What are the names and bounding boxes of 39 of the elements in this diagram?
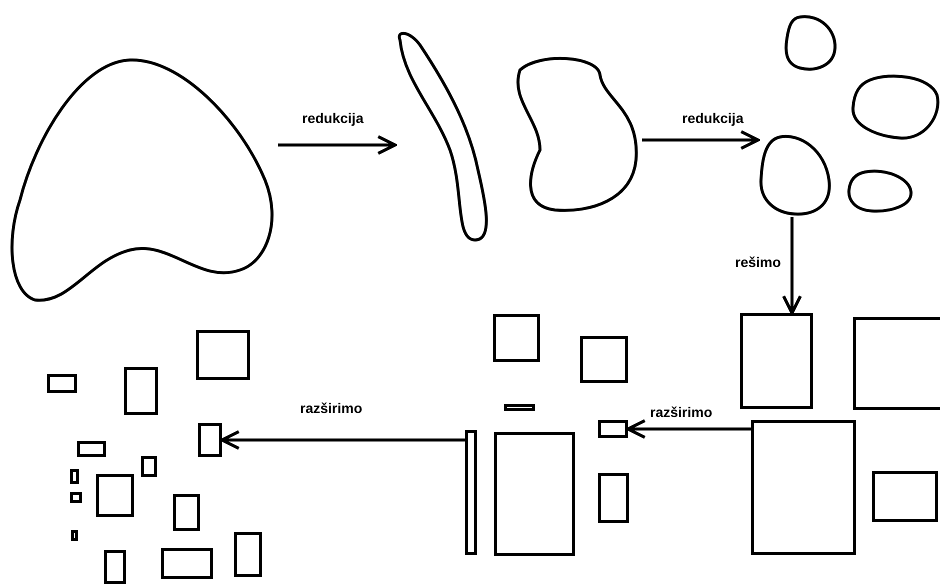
edge-label: rešimo bbox=[733, 254, 783, 270]
rectangle-shape bbox=[872, 471, 938, 522]
rectangle-shape bbox=[141, 456, 157, 477]
rectangle-shape bbox=[494, 432, 575, 556]
rectangle-shape bbox=[853, 317, 940, 410]
arrow bbox=[626, 419, 751, 439]
rectangle-shape bbox=[598, 420, 628, 438]
rectangle-shape bbox=[740, 313, 813, 409]
blob-shape bbox=[850, 73, 940, 142]
rectangle-shape bbox=[465, 430, 477, 555]
rectangle-shape bbox=[96, 474, 134, 517]
rectangle-shape bbox=[504, 404, 535, 411]
arrow bbox=[220, 430, 465, 450]
rectangle-shape bbox=[47, 374, 77, 393]
blob-shape bbox=[783, 13, 838, 72]
rectangle-shape bbox=[580, 336, 628, 383]
rectangle-shape bbox=[598, 473, 629, 523]
rectangle-shape bbox=[77, 441, 106, 457]
rectangle-shape bbox=[161, 548, 213, 579]
edge-label: razširimo bbox=[298, 400, 364, 416]
edge-label: redukcija bbox=[300, 110, 366, 126]
edge-label: redukcija bbox=[680, 110, 746, 126]
edge-label: razširimo bbox=[648, 404, 714, 420]
rectangle-shape bbox=[104, 550, 126, 584]
arrow bbox=[278, 135, 397, 155]
rectangle-shape bbox=[70, 469, 79, 484]
rectangle-shape bbox=[198, 423, 222, 457]
arrow bbox=[642, 130, 760, 150]
rectangle-shape bbox=[751, 420, 856, 555]
rectangle-shape bbox=[71, 530, 78, 541]
rectangle-shape bbox=[234, 532, 262, 577]
arrow bbox=[782, 217, 802, 315]
blob-shape bbox=[846, 168, 914, 214]
rectangle-shape bbox=[173, 494, 200, 531]
rectangle-shape bbox=[70, 492, 82, 503]
rectangle-shape bbox=[196, 330, 250, 380]
rectangle-shape bbox=[124, 367, 158, 415]
rectangle-shape bbox=[493, 314, 540, 362]
blob-shape bbox=[758, 133, 832, 217]
